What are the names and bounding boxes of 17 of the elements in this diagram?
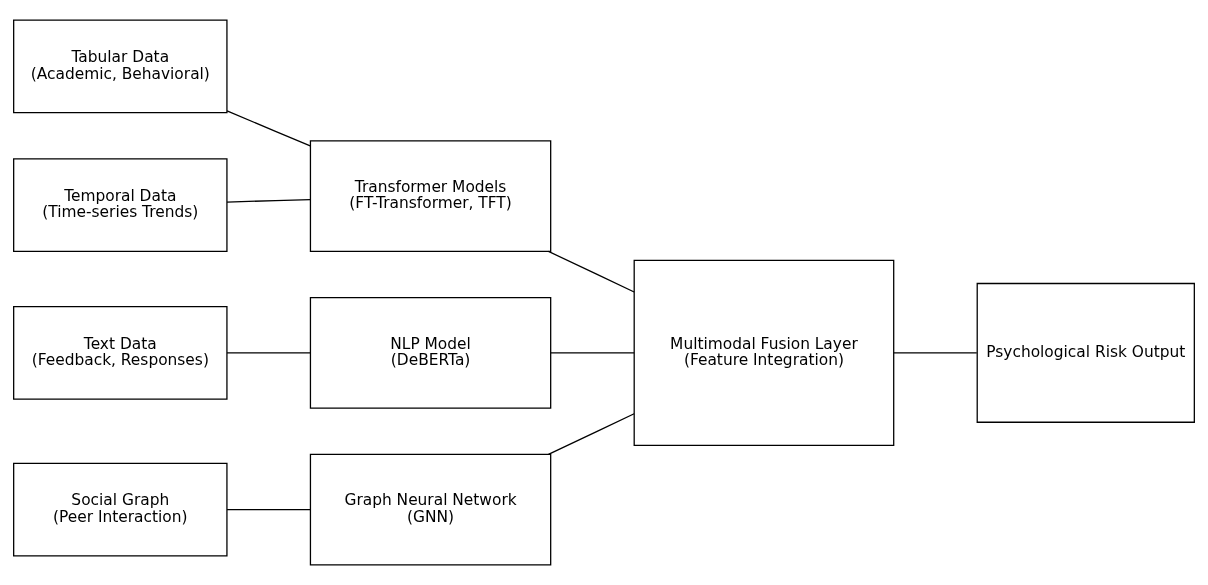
connector (893, 352, 978, 354)
connector (226, 352, 311, 354)
node-box: Social Graph (Peer Interaction) (13, 462, 228, 557)
node-box: Graph Neural Network (GNN) (309, 453, 552, 566)
connector (226, 199, 311, 203)
node-box: Text Data (Feedback, Responses) (13, 306, 228, 400)
connector (226, 110, 311, 147)
connector (226, 509, 311, 511)
node-box: Tabular Data (Academic, Behavioral) (13, 19, 228, 114)
node-box: Transformer Models (FT-Transformer, TFT) (309, 140, 552, 253)
node-box: Multimodal Fusion Layer (Feature Integration) (633, 259, 895, 446)
node-box: Temporal Data (Time-series Trends) (13, 158, 228, 253)
connector (547, 250, 635, 293)
connector (547, 413, 635, 455)
connector (550, 352, 635, 354)
node-box: Psychological Risk Output (976, 282, 1195, 423)
node-box: NLP Model (DeBERTa) (309, 297, 552, 409)
